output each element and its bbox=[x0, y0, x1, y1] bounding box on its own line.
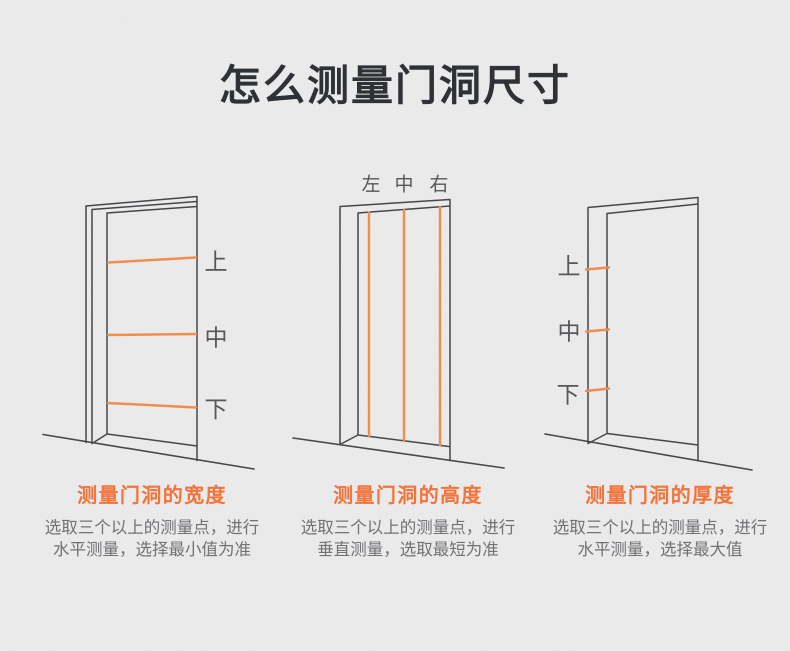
ground-line bbox=[42, 433, 255, 470]
door-frame-outline bbox=[339, 198, 451, 462]
door-frame-outline bbox=[587, 196, 699, 462]
caption-thickness-line2: 水平测量，选择最大值 bbox=[577, 540, 743, 559]
caption-width-heading: 测量门洞的宽度 bbox=[77, 483, 227, 507]
caption-height-line2: 垂直测量，选取最短为准 bbox=[317, 540, 499, 559]
caption-width-line2: 水平测量，选择最小值为准 bbox=[53, 540, 251, 559]
point-label-middle: 中 bbox=[394, 174, 413, 196]
caption-width: 测量门洞的宽度 选取三个以上的测量点，进行 水平测量，选择最小值为准 bbox=[32, 479, 272, 561]
caption-height: 测量门洞的高度 选取三个以上的测量点，进行 垂直测量，选取最短为准 bbox=[288, 479, 528, 561]
thickness-measure-line-bottom bbox=[584, 387, 611, 393]
width-measure-line-top bbox=[106, 256, 198, 264]
caption-thickness: 测量门洞的厚度 选取三个以上的测量点，进行 水平测量，选择最大值 bbox=[540, 479, 780, 561]
point-label-bottom: 下 bbox=[205, 397, 228, 423]
caption-thickness-heading: 测量门洞的厚度 bbox=[585, 483, 735, 507]
width-measure-line-middle bbox=[106, 332, 198, 337]
door-height-diagram: 左 中 右 bbox=[292, 174, 505, 469]
point-label-right: 右 bbox=[429, 174, 448, 196]
caption-thickness-line1: 选取三个以上的测量点，进行 bbox=[552, 518, 768, 537]
point-label-top: 上 bbox=[558, 254, 581, 280]
ground-line bbox=[544, 433, 753, 471]
point-label-top: 上 bbox=[205, 250, 228, 276]
point-label-middle: 中 bbox=[558, 320, 581, 346]
door-frame-outline bbox=[85, 195, 198, 462]
page-title: 怎么测量门洞尺寸 bbox=[218, 61, 571, 110]
caption-height-heading: 测量门洞的高度 bbox=[333, 483, 483, 507]
caption-width-line1: 选取三个以上的测量点，进行 bbox=[44, 518, 260, 537]
thickness-measure-line-middle bbox=[584, 328, 611, 333]
point-label-bottom: 下 bbox=[557, 383, 580, 409]
door-thickness-diagram: 上 中 下 bbox=[544, 196, 753, 471]
width-measure-line-bottom bbox=[106, 401, 198, 409]
thickness-measure-line-top bbox=[584, 266, 611, 271]
door-width-diagram: 上 中 下 bbox=[42, 195, 255, 470]
caption-height-line1: 选取三个以上的测量点，进行 bbox=[300, 518, 516, 537]
point-label-left: 左 bbox=[361, 174, 380, 196]
ground-line bbox=[292, 437, 505, 469]
point-label-middle: 中 bbox=[205, 326, 228, 352]
